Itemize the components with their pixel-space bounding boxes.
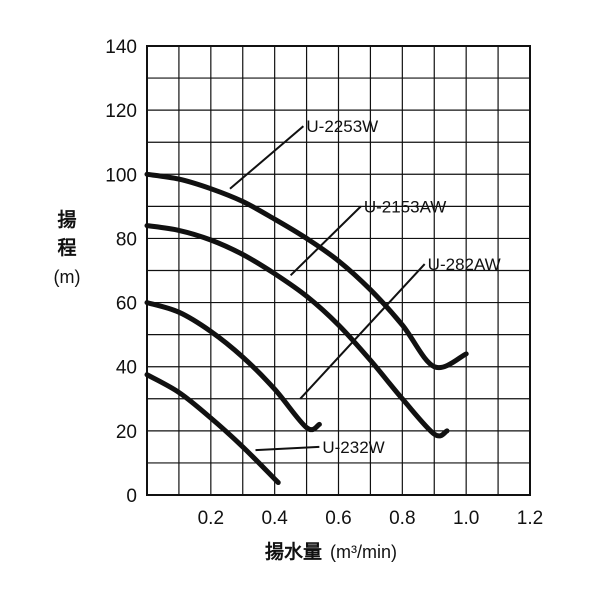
series-label-u-232w: U-232W bbox=[322, 438, 384, 457]
x-tick-label: 0.8 bbox=[389, 508, 415, 529]
y-axis-label-char-2: 程 bbox=[57, 237, 76, 259]
x-axis-label: 揚水量 bbox=[265, 540, 322, 563]
plot-frame bbox=[146, 45, 531, 496]
x-tick-label: 1.0 bbox=[453, 508, 479, 529]
series-label-u-282aw: U-282AW bbox=[428, 255, 501, 274]
curve-leaders bbox=[229, 125, 426, 452]
performance-curves bbox=[144, 171, 469, 486]
y-tick-label: 20 bbox=[116, 422, 137, 443]
grid bbox=[146, 45, 531, 496]
tick-labels: 0 20 40 60 80 100 120 140 0.2 0.4 0.6 0.8 1.0 1.2 bbox=[105, 37, 543, 529]
x-tick-label: 0.6 bbox=[325, 508, 351, 529]
y-tick-label: 60 bbox=[116, 294, 137, 315]
curve-u-2253w bbox=[144, 171, 469, 371]
y-tick-label: 100 bbox=[105, 165, 137, 186]
leader-line-u-2253w bbox=[229, 125, 305, 190]
curve-u-232w bbox=[144, 372, 281, 486]
curve-u-2153aw bbox=[144, 223, 450, 439]
leader-line-u-2153aw bbox=[289, 205, 362, 277]
curve-u-282aw bbox=[144, 300, 322, 433]
y-tick-label: 40 bbox=[116, 358, 137, 379]
y-axis-label-char-1: 揚 bbox=[57, 208, 76, 231]
leader-line-u-282aw bbox=[299, 263, 426, 400]
series-label-u-2153aw: U-2153AW bbox=[364, 197, 447, 216]
y-tick-label: 140 bbox=[105, 37, 137, 58]
y-axis-unit: (m) bbox=[54, 267, 81, 287]
series-label-u-2253w: U-2253W bbox=[306, 117, 378, 136]
series-labels: U-2253W U-2153AW U-282AW U-232W bbox=[306, 117, 500, 457]
x-tick-label: 0.2 bbox=[198, 508, 224, 529]
y-tick-label: 0 bbox=[126, 486, 137, 507]
x-tick-label: 1.2 bbox=[517, 508, 543, 529]
y-tick-label: 80 bbox=[116, 229, 137, 250]
x-tick-label: 0.4 bbox=[261, 508, 288, 529]
y-tick-label: 120 bbox=[105, 101, 137, 122]
x-axis-unit: (m³/min) bbox=[330, 542, 397, 562]
leader-line-u-232w bbox=[255, 445, 320, 452]
